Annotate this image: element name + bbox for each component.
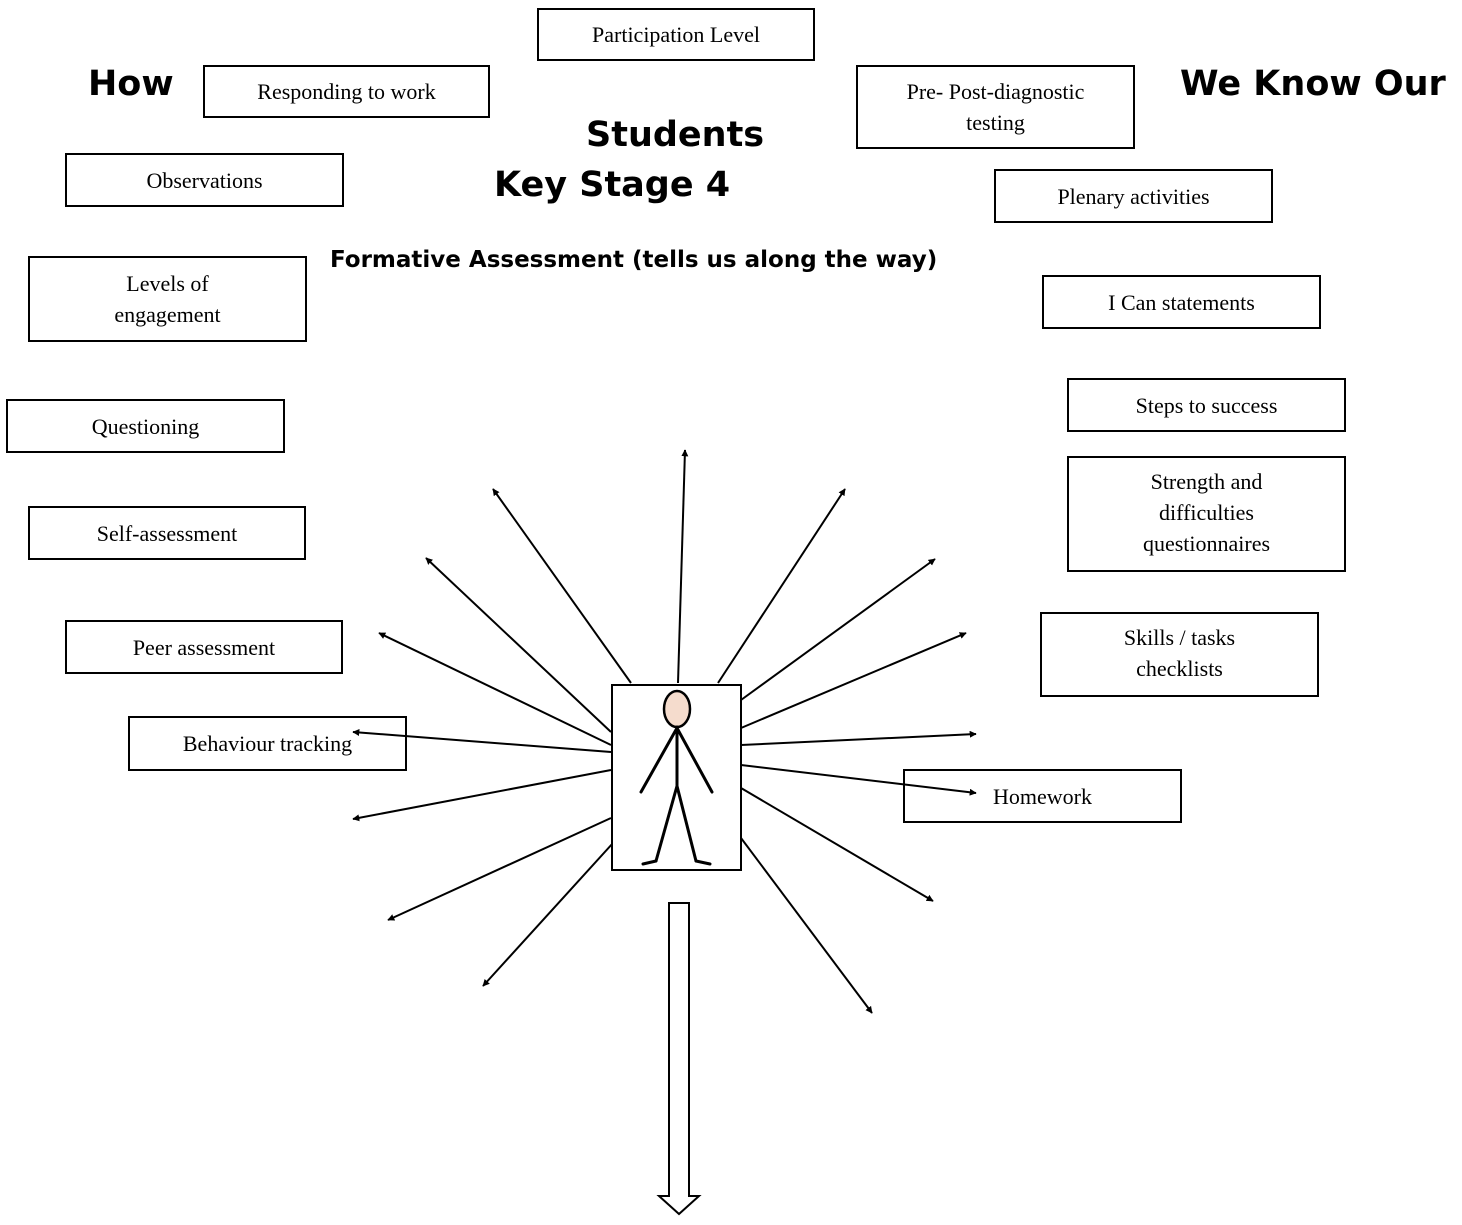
arrow-icon-10 — [352, 769, 612, 822]
box-responding-to-work: Responding to work — [203, 65, 490, 118]
box-self-assessment: Self-assessment — [28, 506, 306, 560]
arrow-icon-7 — [740, 632, 967, 729]
student-figure-group — [611, 684, 742, 871]
box-i-can-statements: I Can statements — [1042, 275, 1321, 329]
box-participation-level: Participation Level — [537, 8, 815, 61]
stick-figure-icon — [639, 689, 714, 866]
radiating-arrows — [352, 449, 977, 1014]
arrow-icon-11 — [740, 764, 977, 796]
arrow-icon-14 — [482, 831, 624, 987]
arrow-icon-15 — [740, 837, 873, 1014]
box-skills-tasks-checklists: Skills / tasks checklists — [1040, 612, 1319, 697]
box-questioning: Questioning — [6, 399, 285, 453]
arrow-icon-9 — [740, 730, 977, 746]
arrow-icon-3 — [717, 488, 846, 684]
arrow-icon-5 — [740, 558, 936, 701]
arrow-icon-8 — [352, 728, 612, 753]
arrow-icon-6 — [378, 632, 612, 746]
arrow-icon-12 — [387, 817, 612, 921]
box-plenary-activities: Plenary activities — [994, 169, 1273, 223]
arrow-icon-13 — [740, 787, 934, 902]
arrow-icon-4 — [425, 557, 612, 733]
box-behaviour-tracking: Behaviour tracking — [128, 716, 407, 771]
box-steps-to-success: Steps to success — [1067, 378, 1346, 432]
title-key-stage: Key Stage 4 — [494, 165, 731, 205]
arrow-icon-1 — [677, 449, 689, 684]
box-levels-of-engagement: Levels of engagement — [28, 256, 307, 342]
box-observations: Observations — [65, 153, 344, 207]
head-icon — [662, 689, 692, 729]
box-strength-and-difficulties-questionnaires: Strength and difficulties questionnaires — [1067, 456, 1346, 572]
arrow-icon-2 — [492, 488, 632, 684]
title-we-know-our: We Know Our — [1180, 64, 1446, 104]
box-homework: Homework — [903, 769, 1182, 823]
box-peer-assessment: Peer assessment — [65, 620, 343, 674]
hollow-down-arrow-icon — [656, 902, 702, 1216]
subtitle-formative-assessment: Formative Assessment (tells us along the… — [330, 247, 938, 273]
title-students: Students — [586, 115, 765, 155]
title-how: How — [88, 64, 174, 104]
box-pre-post-diagnostic-testing: Pre- Post-diagnostic testing — [856, 65, 1135, 149]
